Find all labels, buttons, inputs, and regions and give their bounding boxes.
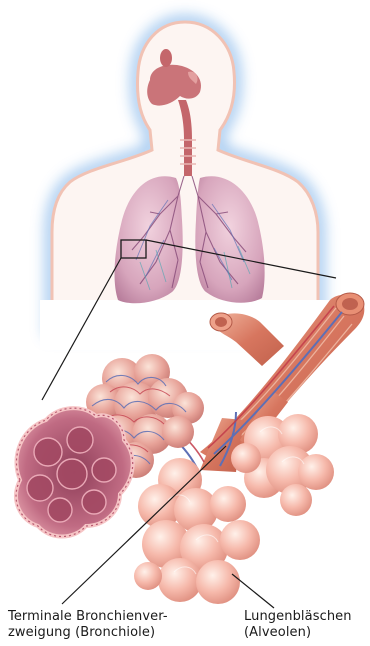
- alveoli-label: Lungenbläschen (Alveolen): [244, 609, 352, 641]
- alveoli-label-line1: Lungenbläschen: [244, 609, 352, 625]
- bronchiole-label: Terminale Bronchienver- zweigung (Bronch…: [8, 609, 168, 641]
- bronchiole-label-line2: zweigung (Bronchiole): [8, 625, 168, 641]
- alveolar-cross-section: [16, 408, 133, 536]
- alveoli-label-line2: (Alveolen): [244, 625, 352, 641]
- bronchiole-label-line1: Terminale Bronchienver-: [8, 609, 168, 625]
